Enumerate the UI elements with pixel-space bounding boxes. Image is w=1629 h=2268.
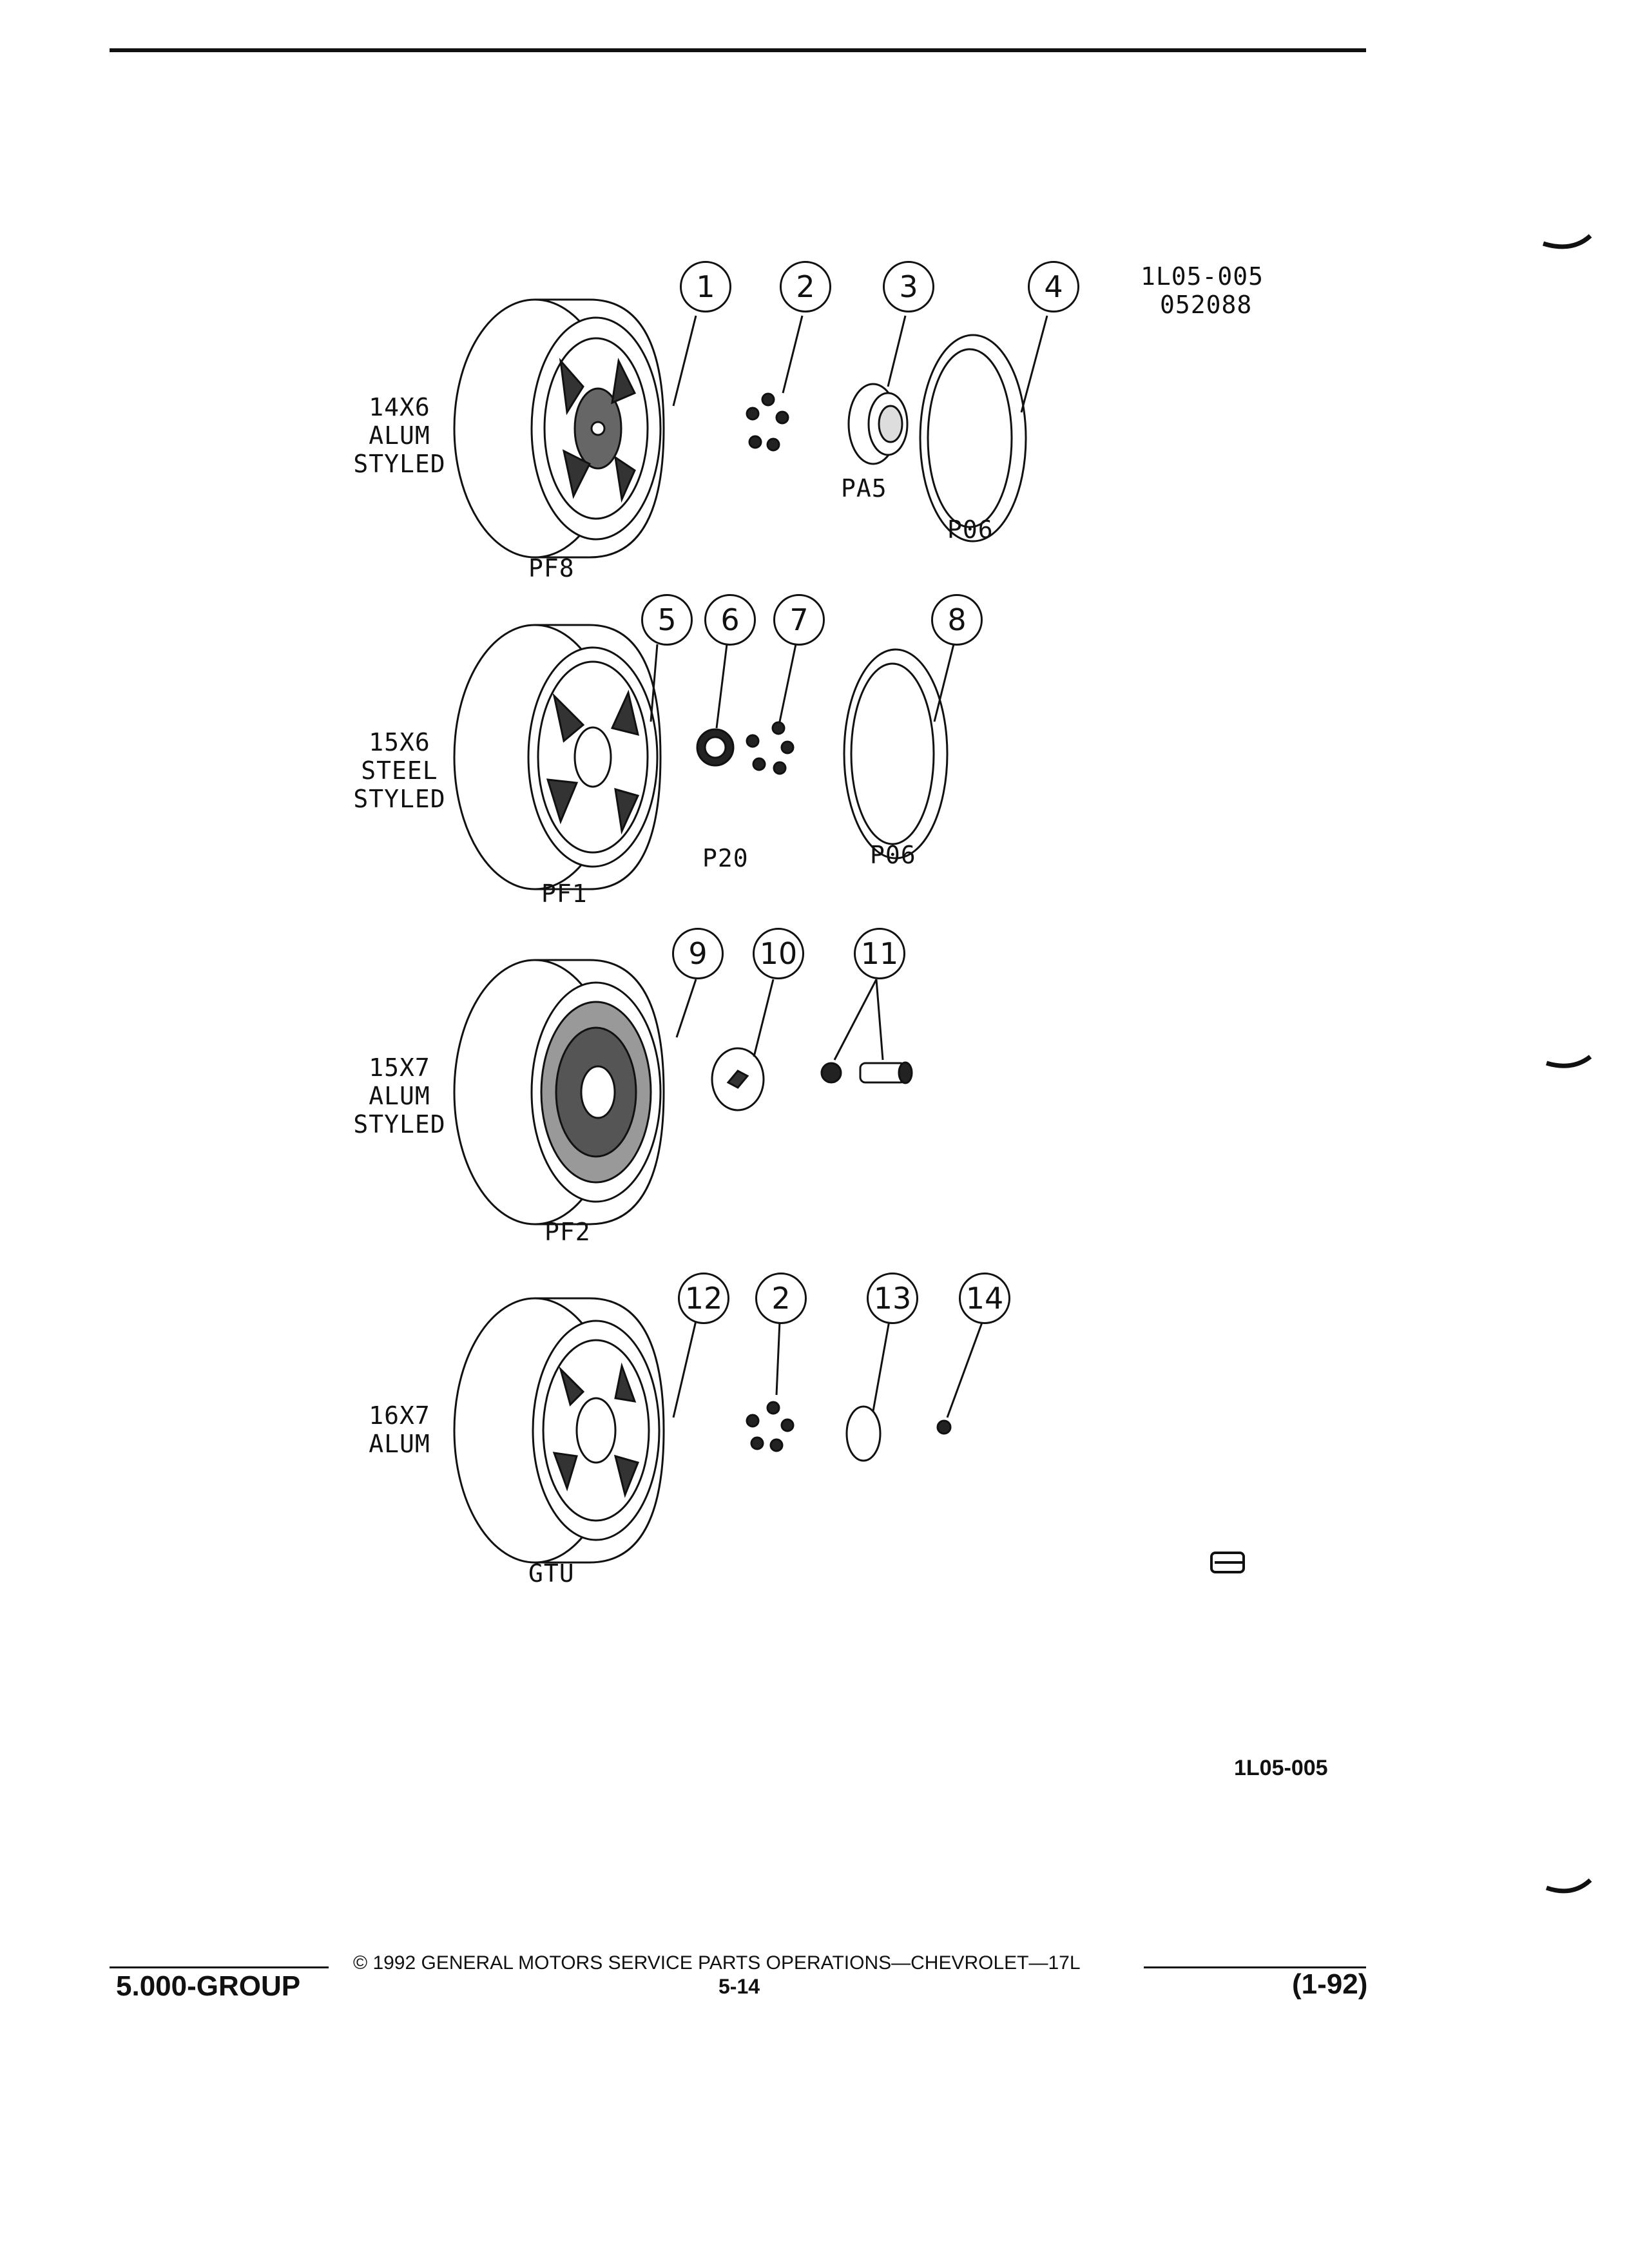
wheel-code: PF2 [545,1218,591,1246]
wheel-code: GTU [528,1559,575,1588]
spec-line: 16X7 [369,1401,430,1430]
callout: 2 [780,261,831,312]
figure-ref: 1L05-005 [1234,1756,1328,1780]
valve-cap-14 [936,1419,952,1435]
margin-mark [1545,1878,1592,1894]
margin-mark [1545,1055,1592,1068]
copyright-line: © 1992 GENERAL MOTORS SERVICE PARTS OPER… [353,1952,1081,1974]
spec-line: STYLED [353,785,446,813]
spec-line: ALUM [369,421,430,450]
callout: 12 [678,1273,729,1324]
part-code: PA5 [841,474,887,503]
part-code: P06 [870,841,916,869]
spec-line: 15X7 [369,1053,430,1082]
callout: 4 [1028,261,1079,312]
spec-line: 15X6 [369,728,430,756]
trim-ring-p06 [843,648,949,860]
callout: 3 [883,261,934,312]
trim-ring-p06 [919,334,1027,543]
lug-nut-set [746,392,789,452]
callout: 2 [755,1273,807,1324]
part-code: P06 [947,515,994,544]
revision-label: (1-92) [1292,1968,1368,2000]
center-cap-p20 [696,728,735,767]
wheel-code: PF1 [541,879,588,908]
doc-date: 052088 [1160,291,1253,319]
spec-line: STYLED [353,1110,446,1139]
row-1-spec: 14X6 ALUM STYLED [342,393,458,478]
center-cap-pa5 [847,383,909,465]
footer-rule-right [1144,1966,1366,1968]
part-code: P20 [702,844,749,872]
row-3-spec: 15X7 ALUM STYLED [342,1053,458,1139]
spec-line: STEEL [361,756,438,785]
group-label: 5.000-GROUP [116,1970,301,2002]
wheel-gtu [453,1297,665,1564]
center-cap-10 [711,1047,765,1111]
callout: 1 [680,261,731,312]
footer-rule-left [110,1966,329,1968]
callout: 13 [867,1273,918,1324]
callout: 7 [773,594,825,646]
doc-id: 1L05-005 [1141,262,1264,291]
spec-line: ALUM [369,1430,430,1458]
lug-nut-set [746,1401,795,1452]
spec-line: 14X6 [369,393,430,421]
spec-line: STYLED [353,450,446,478]
lug-nut-set [746,721,795,775]
row-4-spec: 16X7 ALUM [342,1401,458,1458]
callout: 14 [959,1273,1010,1324]
wheel-pf1 [453,624,662,890]
center-cap-13 [845,1405,882,1462]
lock-nut-set [820,1061,913,1084]
wheel-pf2 [453,959,665,1225]
callout: 9 [672,928,724,979]
row-2-spec: 15X6 STEEL STYLED [342,728,458,813]
spec-line: ALUM [369,1082,430,1110]
page-number: 5-14 [718,1975,760,1998]
chevrolet-emblem-icon [1210,1552,1245,1573]
callout: 6 [704,594,756,646]
callout: 11 [854,928,905,979]
callout: 5 [641,594,693,646]
callout: 8 [931,594,983,646]
wheel-code: PF8 [528,554,575,582]
margin-mark [1542,234,1592,249]
wheel-pf8 [453,298,665,559]
callout: 10 [753,928,804,979]
